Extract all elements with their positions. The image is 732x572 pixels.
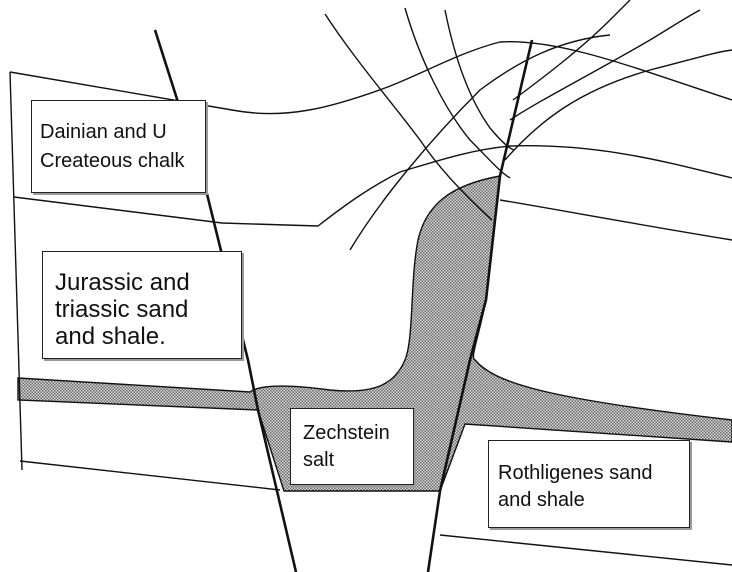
rothligenes-base-line-right (440, 535, 732, 565)
crestal-fault-arc-3 (445, 10, 514, 150)
rothligenes-base-line (20, 461, 280, 490)
crestal-fault-arc-2 (405, 8, 510, 178)
label-jurassic-triassic: Jurassic and triassic sand and shale. (42, 251, 242, 359)
label-zechstein-salt: Zechstein salt (290, 408, 414, 485)
label-rothligenes: Rothligenes sand and shale (488, 440, 690, 528)
jurassic-base-line (500, 200, 732, 240)
label-dainian-chalk: Dainian and U Createous chalk (31, 100, 206, 193)
section-left-edge (10, 72, 22, 470)
crestal-fault-arc-5 (505, 50, 732, 160)
